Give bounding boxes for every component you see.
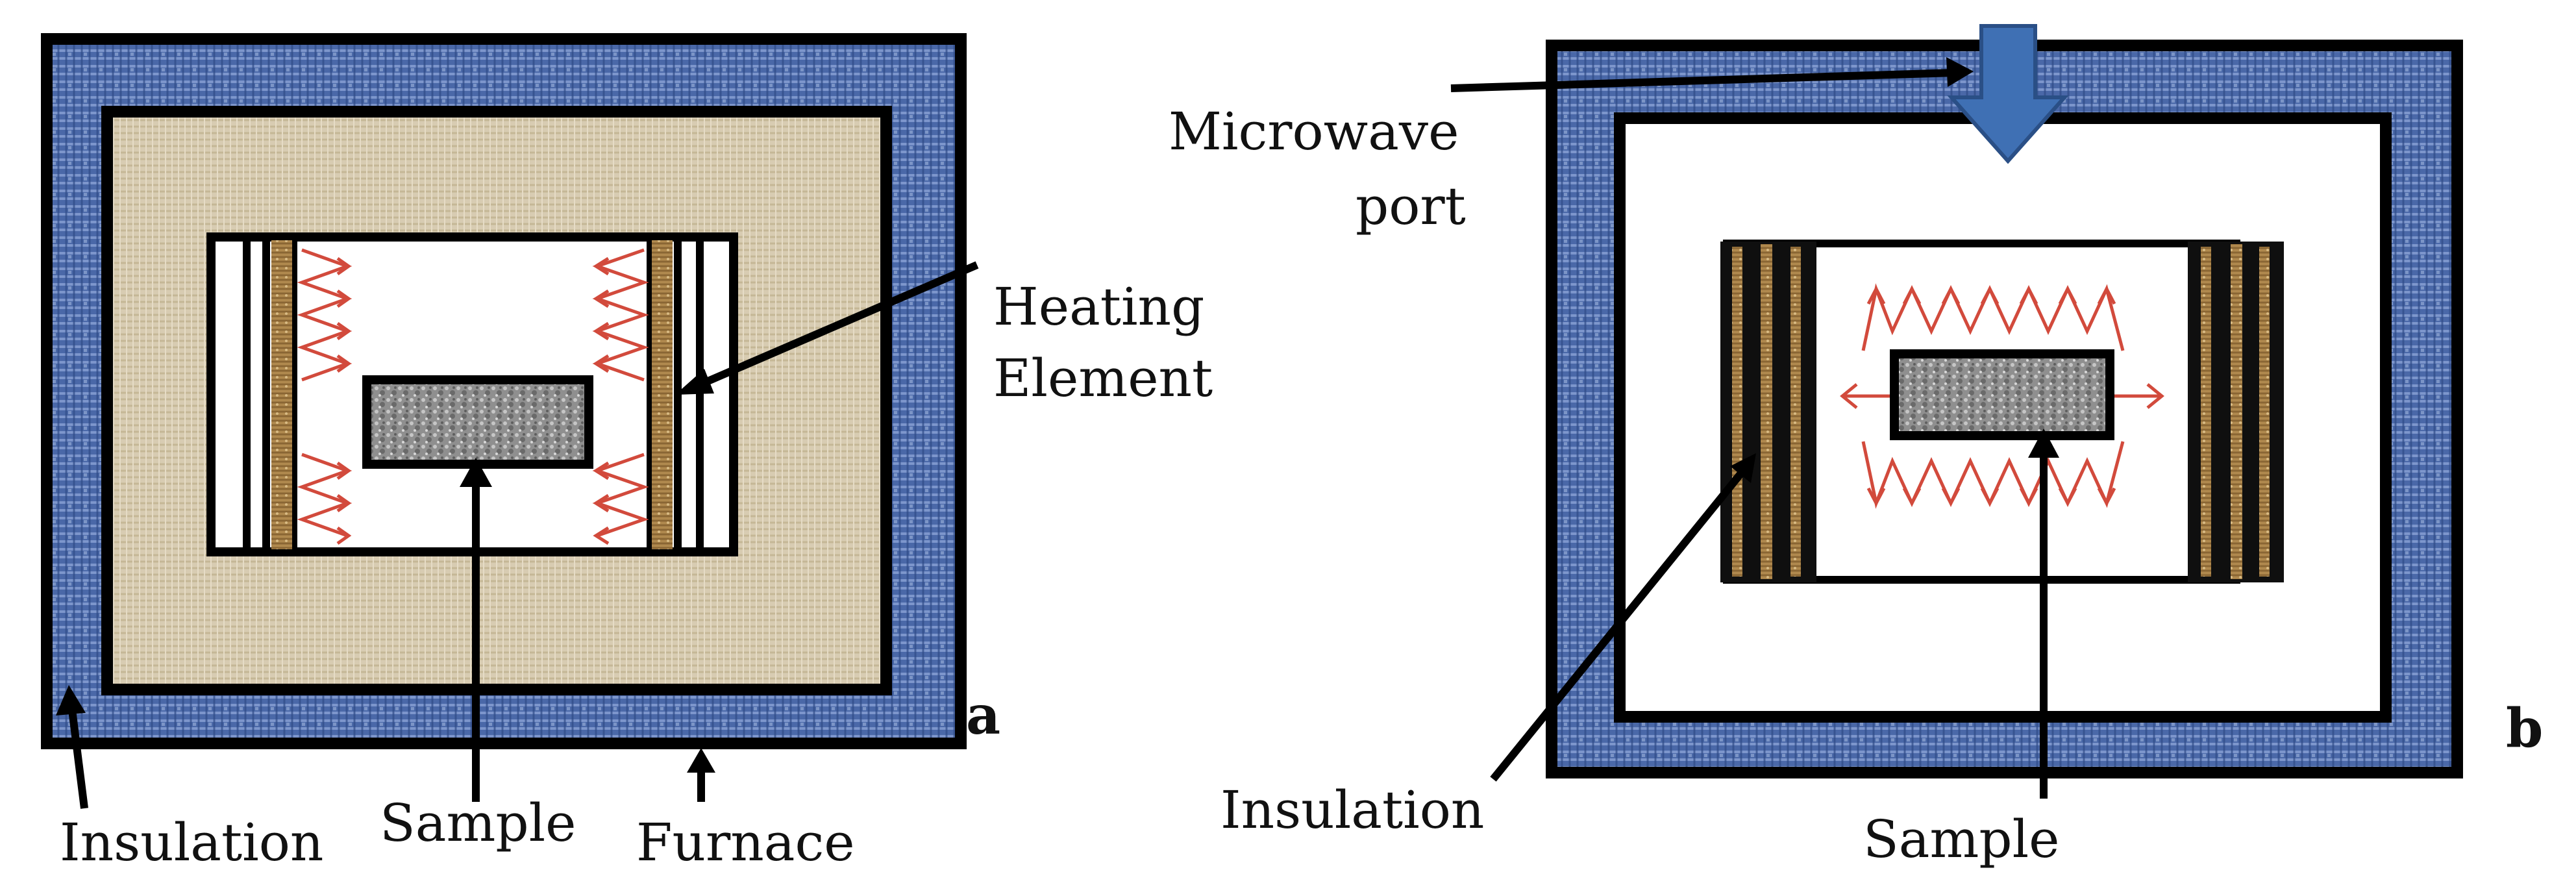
- right-insulation-block: [2188, 242, 2284, 582]
- label-furnace: Furnace: [636, 812, 855, 873]
- arrow-sample: [460, 458, 492, 802]
- arrow-insulation: [56, 685, 88, 809]
- label-port: port: [1356, 176, 1466, 236]
- arrow-heating-element: [675, 261, 979, 395]
- microwave-waves: [1840, 283, 2164, 509]
- left-heating-element: [243, 237, 297, 552]
- label-insulation-a: Insulation: [60, 812, 323, 873]
- label-sample-a: Sample: [380, 793, 576, 853]
- label-sample-b: Sample: [1863, 809, 2060, 869]
- label-insulation-b: Insulation: [1220, 780, 1484, 840]
- arrow-sample-b: [2028, 429, 2059, 799]
- left-insulation-block: [1720, 242, 1816, 582]
- panel-a: Heating Element Insulation Sample Furnac…: [41, 33, 1213, 873]
- arrow-microwave-port: [1450, 57, 1974, 92]
- arrow-insulation-b: [1490, 453, 1756, 782]
- label-microwave: Microwave: [1169, 101, 1459, 162]
- microwave-port-arrow: [1947, 24, 2069, 164]
- right-heating-element: [647, 237, 704, 552]
- arrow-furnace: [687, 748, 715, 802]
- label-element: Element: [993, 348, 1213, 408]
- panel-letter-a: a: [966, 684, 1000, 747]
- panel-letter-b: b: [2506, 697, 2543, 760]
- sample: [362, 375, 593, 469]
- heat-waves-right: [592, 248, 649, 545]
- panel-b: Microwave port Insulation Sample b: [1169, 24, 2543, 869]
- heat-waves-left: [297, 248, 353, 545]
- sample-b: [1890, 349, 2114, 440]
- label-heating: Heating: [993, 277, 1204, 337]
